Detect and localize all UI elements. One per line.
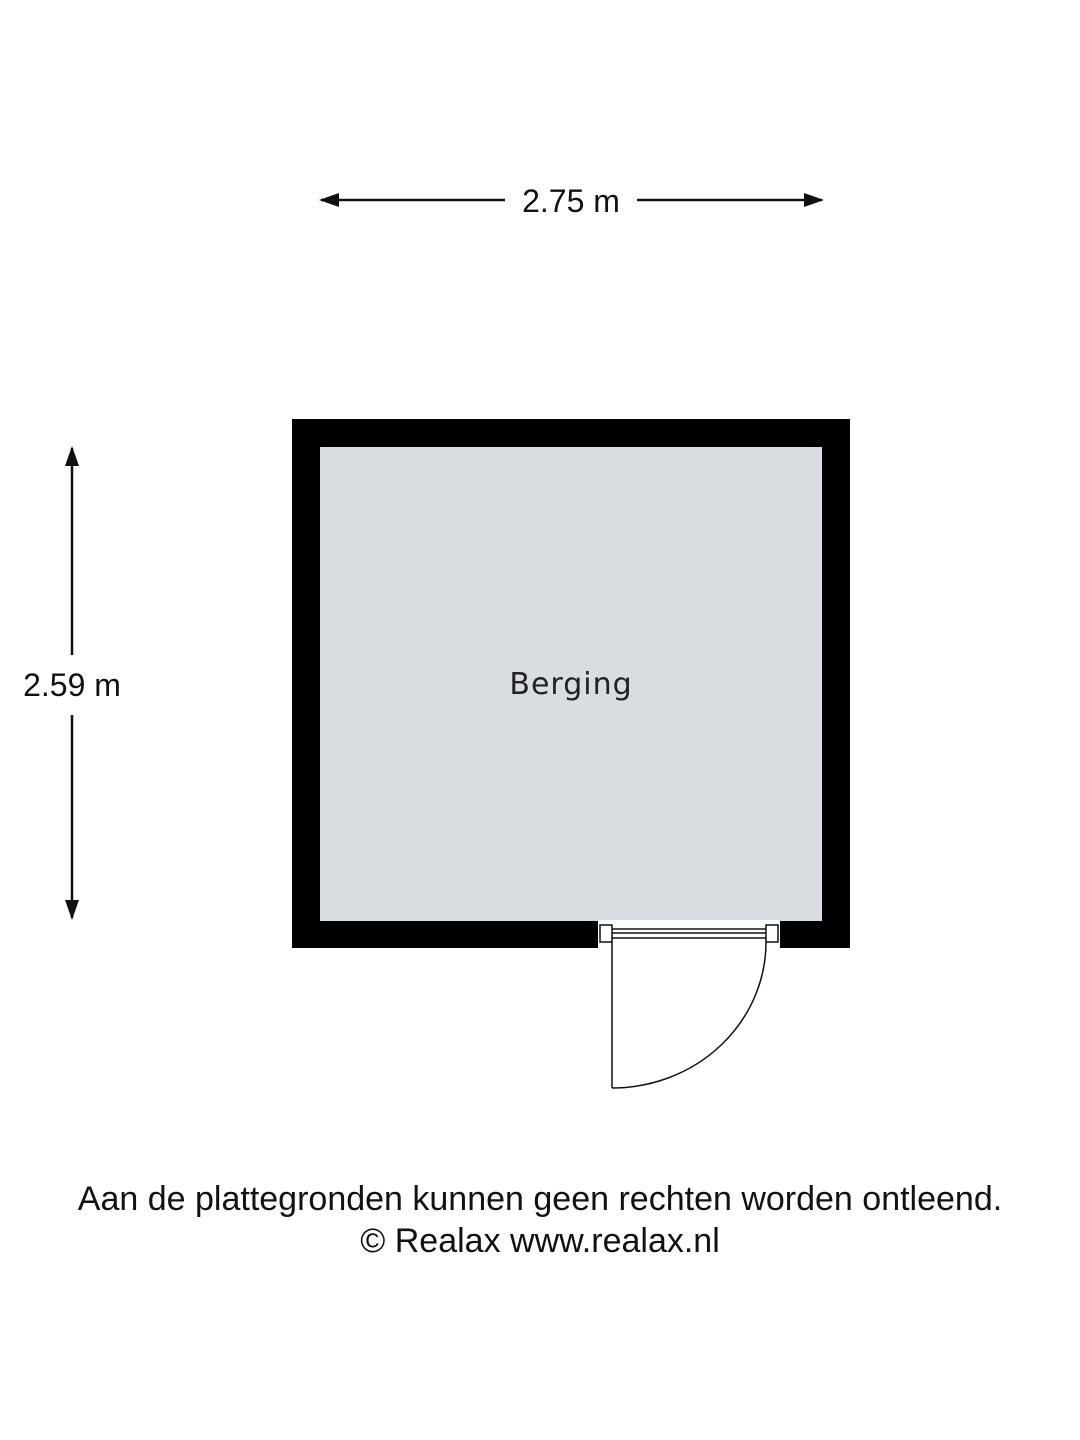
door-jamb-left <box>599 924 613 943</box>
door-swing-arc <box>611 941 767 1089</box>
width-dimension-label: 2.75 m <box>522 183 620 219</box>
room-berging: Berging <box>292 419 850 1089</box>
door-opening <box>598 920 780 949</box>
room-label: Berging <box>509 667 632 702</box>
copyright-text: © Realax www.realax.nl <box>360 1222 720 1260</box>
room-floor <box>320 447 822 921</box>
disclaimer-text: Aan de plattegronden kunnen geen rechten… <box>77 1180 1003 1218</box>
door-jamb-right <box>765 924 779 943</box>
width-dimension: 2.75 m <box>319 183 824 219</box>
height-dimension: 2.59 m <box>23 446 121 920</box>
height-dimension-label: 2.59 m <box>23 667 121 703</box>
